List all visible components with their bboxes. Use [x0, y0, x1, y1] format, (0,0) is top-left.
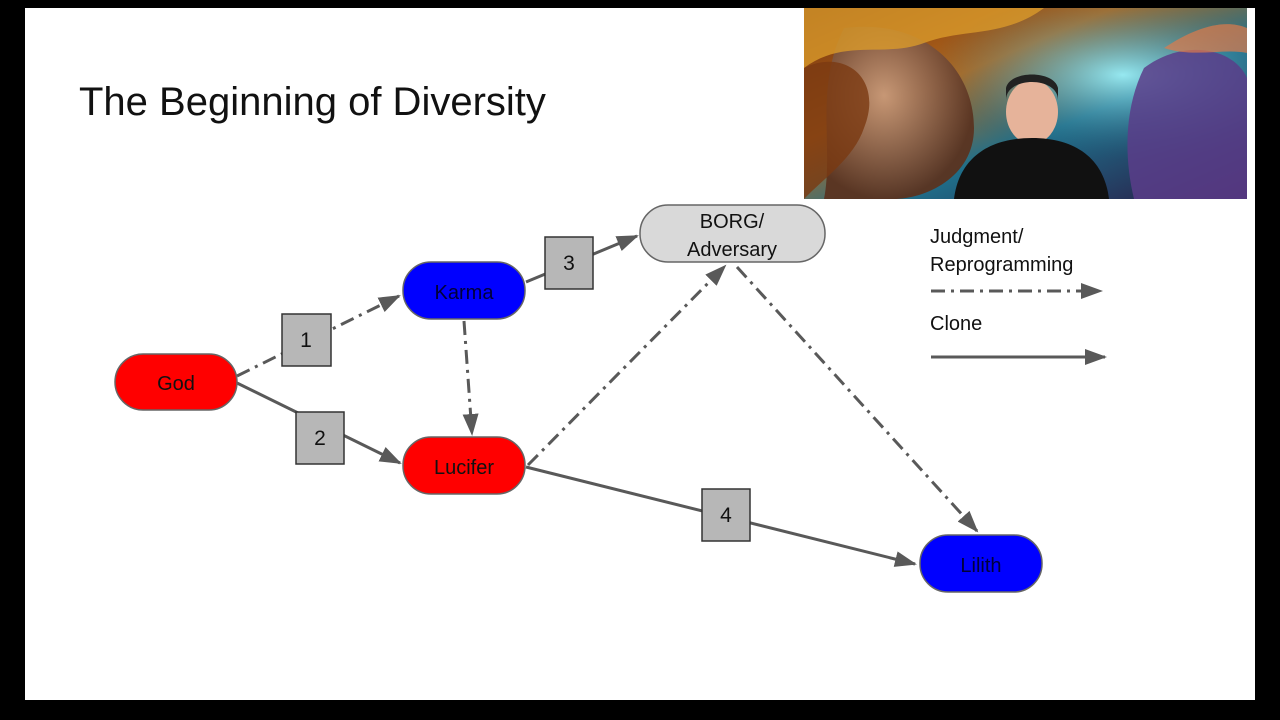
- node-god: God: [114, 353, 238, 411]
- legend-clone-label: Clone: [930, 313, 982, 335]
- step-box-2: 2: [295, 411, 345, 465]
- slide-title: The Beginning of Diversity: [79, 80, 546, 124]
- node-borg-label-line1: BORG/: [700, 211, 765, 233]
- legend: Judgment/ Reprogramming Clone: [930, 226, 1107, 365]
- judgment-arrow-lucifer-borg: [526, 264, 727, 467]
- node-borg-label-line2: Adversary: [687, 239, 777, 261]
- node-lilith: Lilith: [919, 534, 1043, 593]
- step-box-1: 1: [281, 313, 332, 367]
- webcam-video-frame: [804, 8, 1247, 199]
- step-label-3: 3: [563, 252, 575, 275]
- webcam-overlay: [804, 8, 1247, 199]
- step-box-4: 4: [701, 488, 751, 542]
- judgment-arrow-karma-lucifer: [462, 320, 479, 436]
- step-box-3: 3: [544, 236, 594, 290]
- node-god-label: God: [157, 373, 195, 395]
- node-karma: Karma: [402, 261, 526, 320]
- legend-judgment-line1: Judgment/: [930, 226, 1024, 248]
- step-label-2: 2: [314, 427, 326, 450]
- diagram: God Karma Lucifer BORG/ Adversary Lilith…: [114, 204, 1107, 593]
- step-label-4: 4: [720, 504, 732, 527]
- node-lucifer: Lucifer: [402, 436, 526, 495]
- node-karma-label: Karma: [435, 282, 495, 304]
- node-lilith-label: Lilith: [960, 555, 1001, 577]
- legend-judgment-line2: Reprogramming: [930, 254, 1073, 276]
- judgment-arrow-borg-lilith: [735, 265, 979, 533]
- node-borg-adversary: BORG/ Adversary: [639, 204, 826, 263]
- step-label-1: 1: [300, 329, 312, 352]
- node-lucifer-label: Lucifer: [434, 457, 494, 479]
